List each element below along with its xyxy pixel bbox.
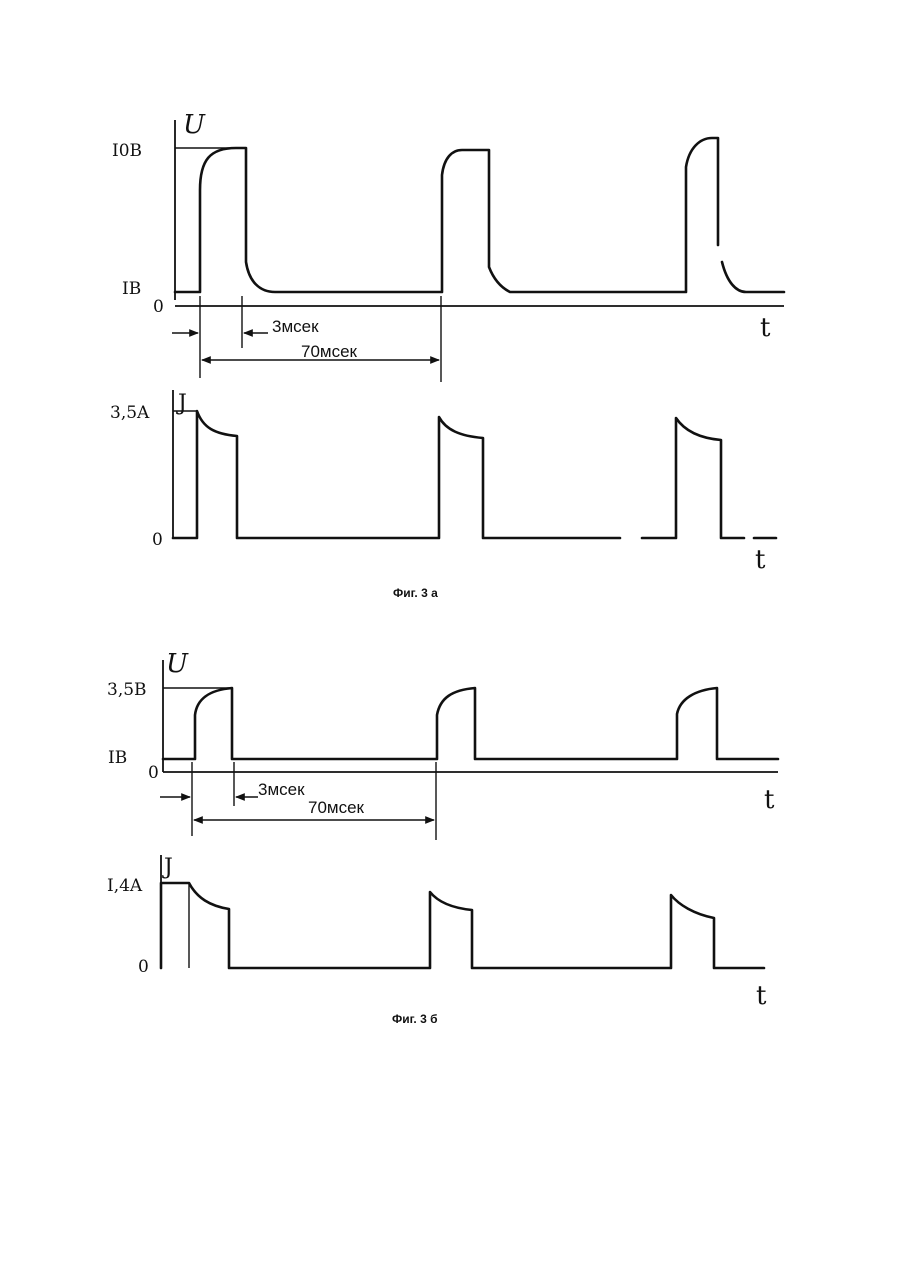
fig3b-current-axis-label: J <box>162 855 173 880</box>
fig3b-voltage-panel: U 3,5B IB 0 t 3мсек 70мсек <box>107 649 778 840</box>
fig3b-caption: Фиг. 3 б <box>392 1012 438 1026</box>
fig3a-current-panel: J 3,5A 0 t <box>110 390 776 575</box>
fig3a-dim-short-label: 3мсек <box>272 317 319 336</box>
fig3b-current-origin-label: 0 <box>138 957 149 977</box>
fig3a-current-origin-label: 0 <box>152 530 163 550</box>
fig3b-level-high-label: 3,5B <box>107 680 147 700</box>
fig3b-current-level-label: I,4A <box>107 876 143 896</box>
fig3b-current-time-label: t <box>756 981 767 1011</box>
fig3a-voltage-waveform <box>175 138 718 292</box>
fig3a-current-level-label: 3,5A <box>110 403 150 423</box>
fig3b-current-panel: J I,4A 0 t <box>107 855 767 1011</box>
fig3a-current-axis-label: J <box>176 391 187 416</box>
fig3a-voltage-waveform-tail <box>722 262 784 292</box>
fig3a-caption: Фиг. 3 а <box>393 586 438 600</box>
fig3b-voltage-axis-label: U <box>166 649 189 679</box>
fig3b-dim-short-label: 3мсек <box>258 780 305 799</box>
fig3a-current-waveform <box>173 411 620 538</box>
fig3b-voltage-waveform <box>163 688 778 759</box>
fig3a-dim-long-label: 70мсек <box>301 342 358 361</box>
fig3a-voltage-panel: U I0B IB 0 t 3мсек 70мсек <box>112 110 784 382</box>
fig3a-level-high-label: I0B <box>112 141 142 161</box>
fig3a-voltage-time-label: t <box>760 313 771 343</box>
fig3b-level-low-label: IB <box>108 748 127 768</box>
fig3b-dim-long-label: 70мсек <box>308 798 365 817</box>
fig3b-current-waveform <box>161 883 764 968</box>
fig3a-current-waveform-3rd <box>642 418 744 538</box>
fig3a-voltage-axis-label: U <box>183 110 206 140</box>
fig3b-voltage-time-label: t <box>764 785 775 815</box>
fig3a-level-low-label: IB <box>122 279 141 299</box>
fig3b-voltage-origin-label: 0 <box>148 763 159 783</box>
fig3a-voltage-origin-label: 0 <box>153 297 164 317</box>
fig3a-current-time-label: t <box>755 545 766 575</box>
